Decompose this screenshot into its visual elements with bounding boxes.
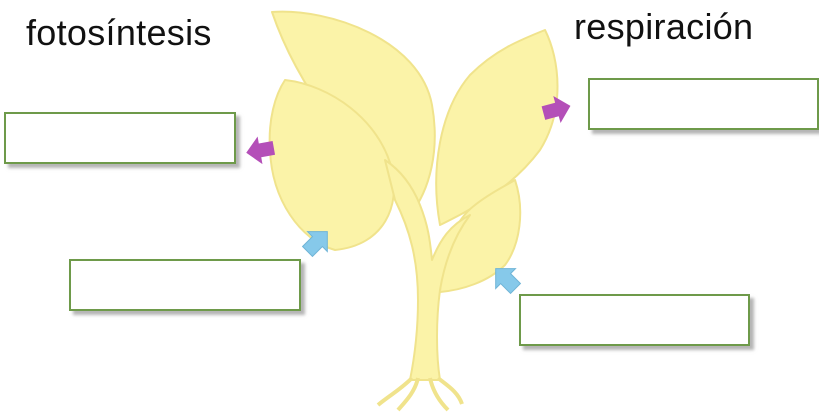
respiration-title: respiración	[574, 6, 754, 47]
arrow-in-right	[495, 268, 522, 295]
arrow-out-left	[246, 136, 276, 165]
arrow-out-right	[541, 95, 571, 124]
photosynthesis-title: fotosíntesis	[26, 12, 212, 53]
plant-roots	[376, 376, 464, 412]
answer-box-respiration-input[interactable]	[519, 294, 750, 346]
plant-stem	[384, 159, 471, 381]
answer-box-respiration-output[interactable]	[588, 78, 819, 130]
arrow-in-left	[301, 231, 328, 258]
leaf-left	[268, 79, 396, 251]
answer-box-photosynthesis-output[interactable]	[4, 112, 236, 164]
answer-box-photosynthesis-input[interactable]	[69, 259, 301, 311]
